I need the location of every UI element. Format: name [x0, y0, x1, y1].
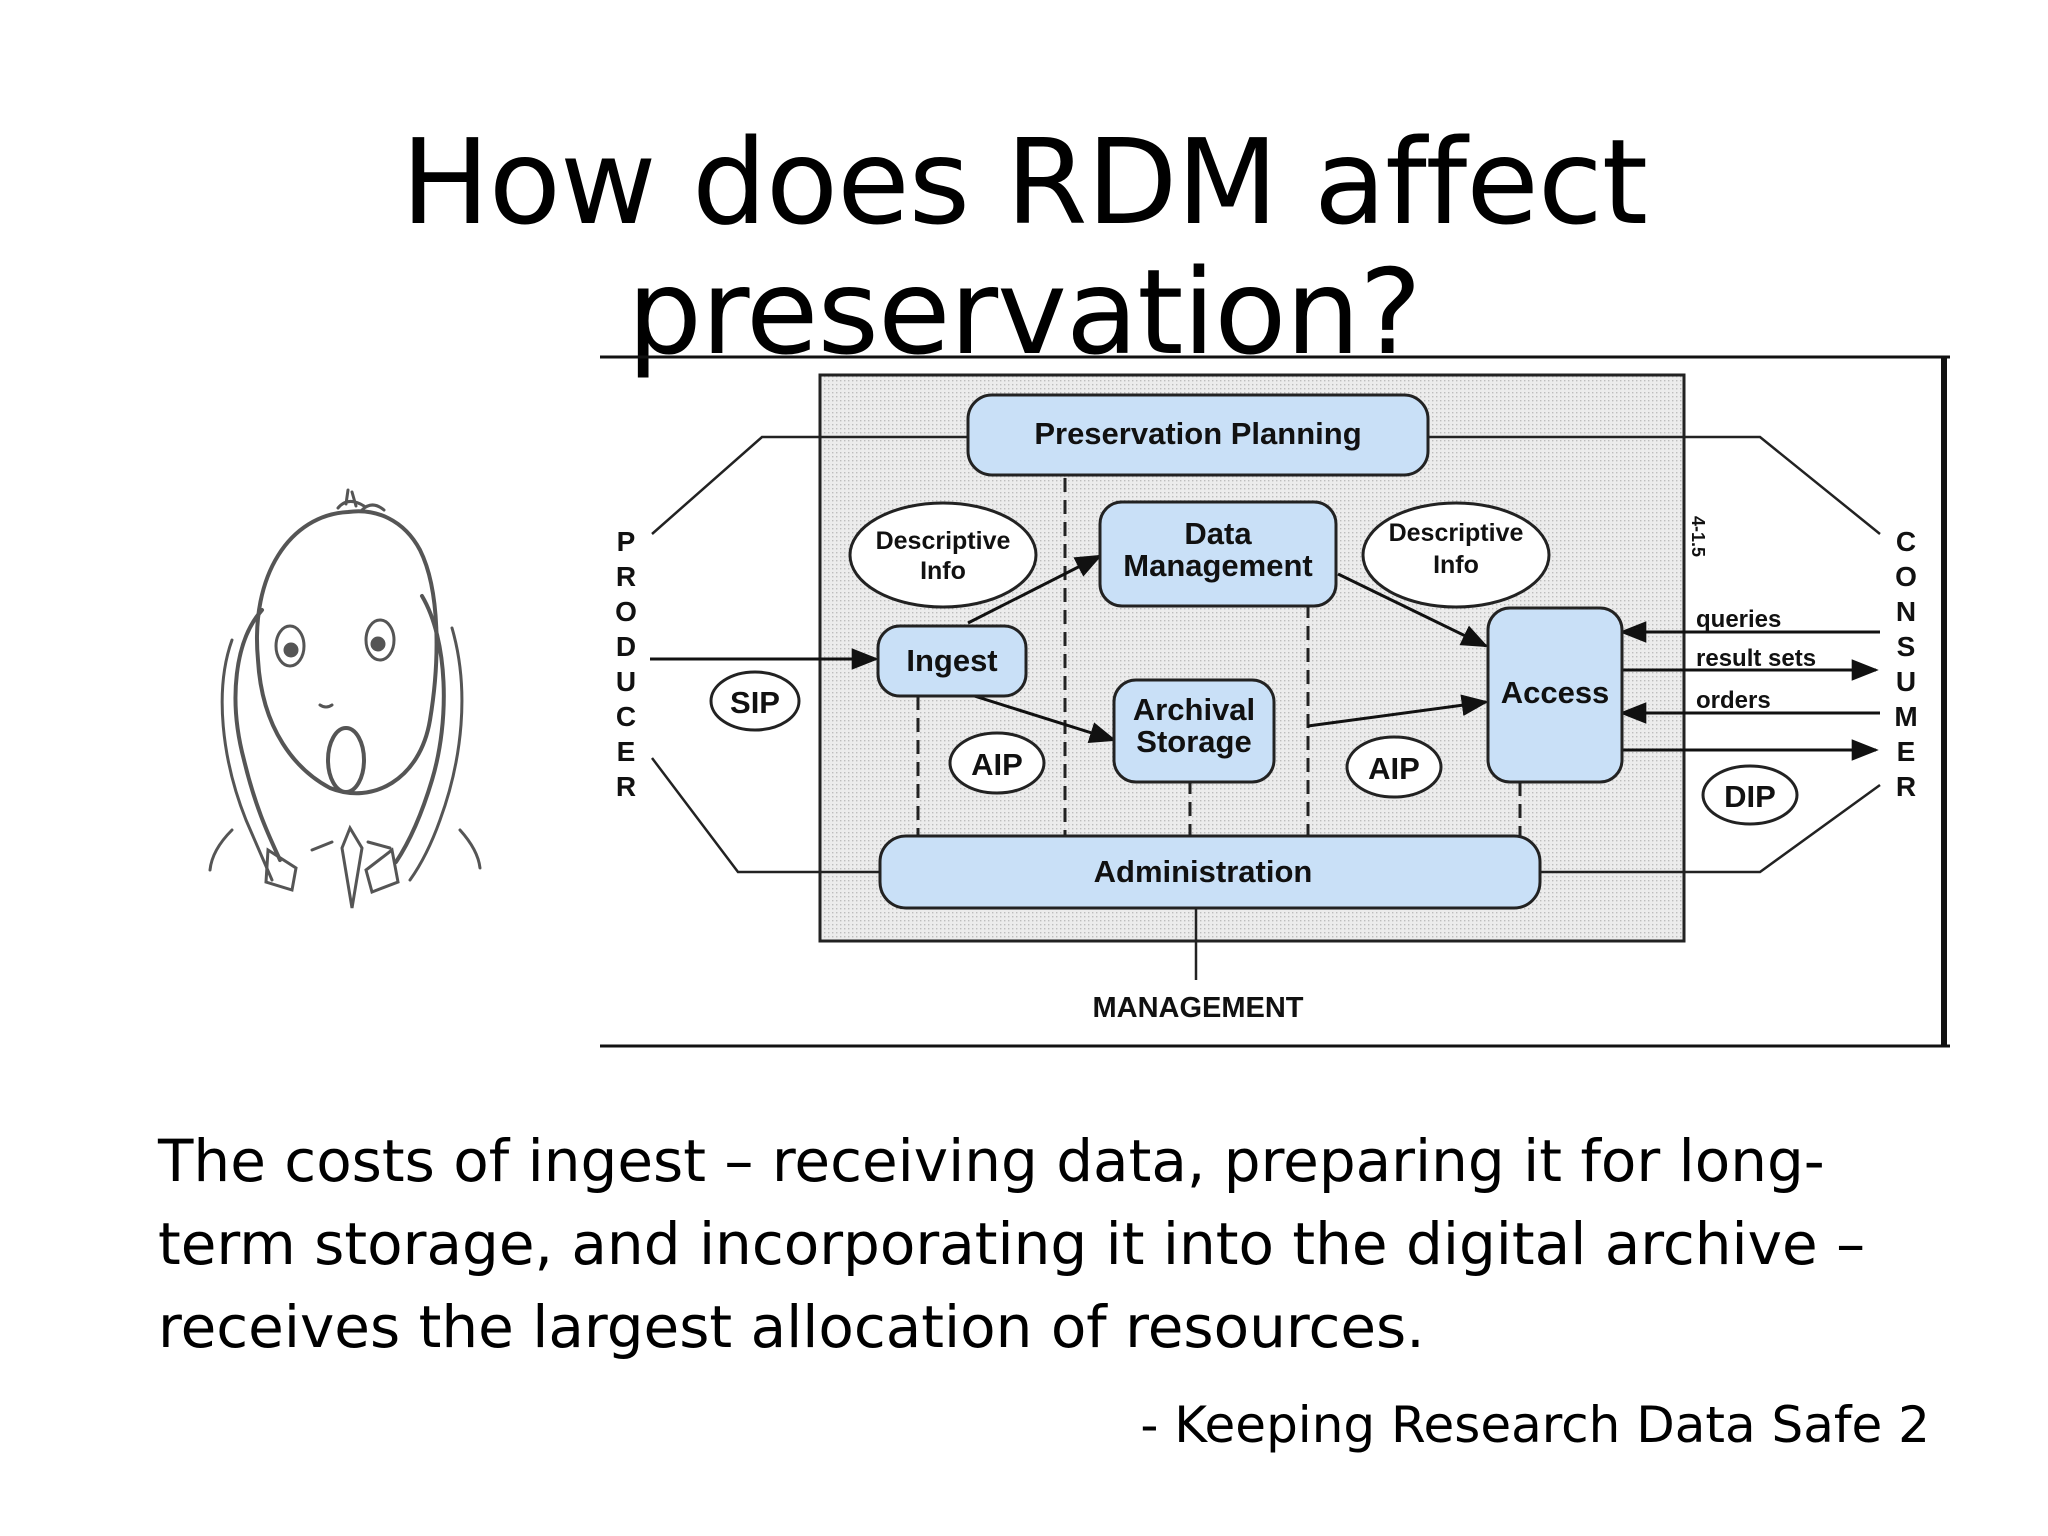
queries-label: queries [1696, 606, 1781, 633]
administration-box [878, 834, 1542, 910]
producer-letter: E [617, 736, 636, 767]
consumer-letter: M [1894, 701, 1917, 732]
orders-label: orders [1696, 687, 1771, 714]
ingest-box [876, 624, 1028, 698]
flow-arrows [650, 554, 1880, 761]
descriptive-info-left-label-2: Info [920, 557, 966, 585]
body-quote: The costs of ingest – receiving data, pr… [158, 1127, 1866, 1361]
ingest-label: Ingest [906, 643, 997, 678]
producer-letter: C [616, 701, 636, 732]
aip-ellipse-right [1345, 735, 1443, 799]
environment-connector-lines [651, 435, 1881, 980]
archival-storage-label-2: Storage [1136, 724, 1251, 759]
quote-attribution: - Keeping Research Data Safe 2 [1140, 1396, 1930, 1454]
screaming-face-sketch-icon [208, 488, 482, 909]
producer-letter: O [615, 596, 637, 627]
consumer-letter: E [1897, 736, 1916, 767]
result-sets-label: result sets [1696, 645, 1816, 672]
consumer-letter: S [1897, 631, 1916, 662]
descriptive-info-ellipse-right [1361, 501, 1551, 609]
aip-label-right: AIP [1368, 751, 1420, 786]
data-management-label-2: Management [1123, 548, 1312, 583]
sip-label: SIP [730, 685, 780, 720]
consumer-letter: C [1896, 526, 1916, 557]
dip-label: DIP [1724, 779, 1776, 814]
data-management-box [1098, 500, 1338, 608]
producer-letter: R [616, 561, 636, 592]
figure-number-label: 4-1.5 [1688, 516, 1708, 557]
producer-letter: R [616, 771, 636, 802]
descriptive-info-left-label-1: Descriptive [876, 527, 1011, 555]
management-label: MANAGEMENT [1092, 992, 1303, 1024]
consumer-letter: R [1896, 771, 1916, 802]
descriptive-info-right-label-2: Info [1433, 551, 1479, 579]
oais-functions [876, 393, 1624, 910]
consumer-letter: U [1896, 666, 1916, 697]
dashed-connectors [916, 478, 1522, 836]
preservation-planning-box [966, 393, 1430, 477]
descriptive-info-right-label-1: Descriptive [1389, 519, 1524, 547]
administration-label: Administration [1094, 854, 1313, 889]
archival-storage-label-1: Archival [1133, 692, 1255, 727]
descriptive-info-ellipse-left [848, 501, 1038, 609]
producer-letter: D [616, 631, 636, 662]
preservation-planning-label: Preservation Planning [1034, 416, 1361, 451]
consumer-letter: O [1895, 561, 1917, 592]
slide-title: How does RDM affect preservation? [401, 113, 1648, 381]
aip-ellipse-left [948, 731, 1046, 795]
aip-label-left: AIP [971, 747, 1023, 782]
archival-storage-box [1112, 678, 1276, 784]
outer-frame [600, 355, 1950, 1048]
sip-ellipse [709, 670, 801, 732]
producer-letter: U [616, 666, 636, 697]
data-management-label-1: Data [1184, 516, 1252, 551]
access-box [1486, 606, 1624, 784]
access-label: Access [1501, 675, 1610, 710]
consumer-letter: N [1896, 596, 1916, 627]
producer-letter: P [617, 526, 636, 557]
dip-ellipse [1701, 764, 1799, 826]
